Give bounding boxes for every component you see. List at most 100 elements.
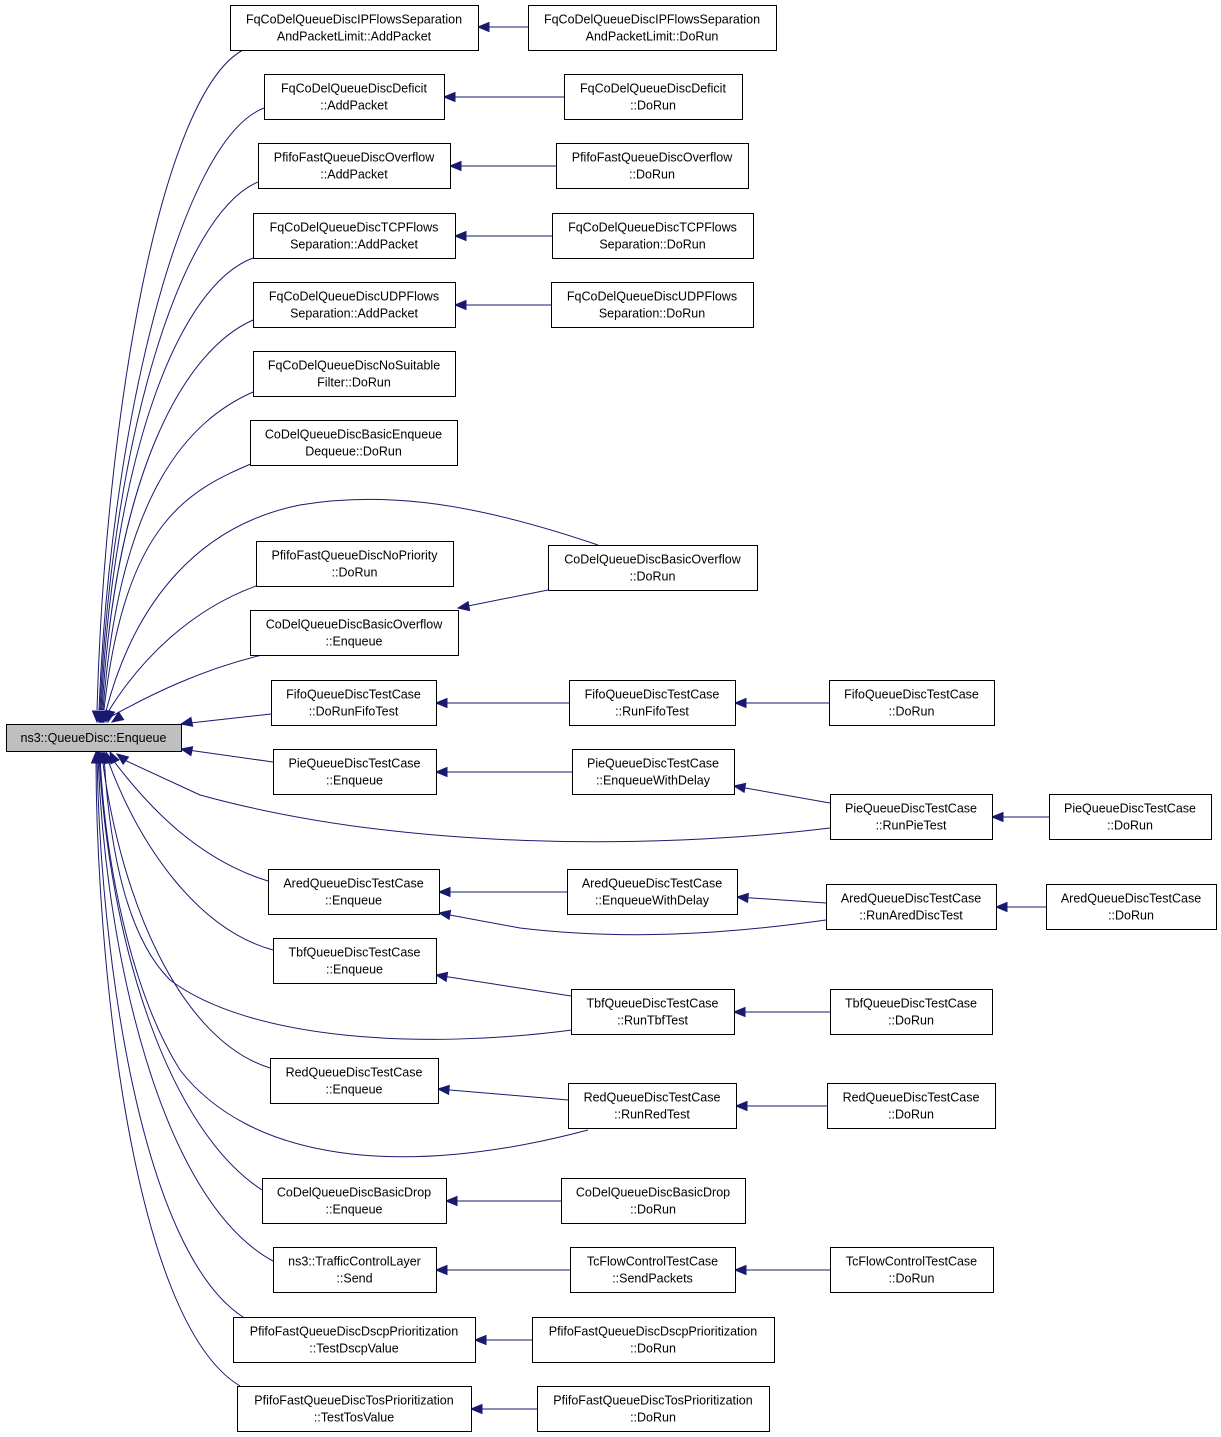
node-label-line: ::DoRun [630,1203,676,1217]
node-box [264,74,445,120]
graph-node-n11c[interactable]: PieQueueDiscTestCase::RunPieTest [830,794,993,840]
edge-line [96,755,244,1318]
graph-node-n10b[interactable]: FifoQueueDiscTestCase::RunFifoTest [569,680,736,726]
node-label-line: ::DoRun [630,1342,676,1356]
edge-line [103,462,254,711]
graph-node-n16c[interactable]: TcFlowControlTestCase::DoRun [830,1247,994,1293]
node-label-line: ::RunAredDiscTest [859,909,963,923]
graph-node-n11d[interactable]: PieQueueDiscTestCase::DoRun [1049,794,1212,840]
node-box [569,680,736,726]
edge-arrowhead [735,892,749,904]
graph-node-n3[interactable]: PfifoFastQueueDiscOverflow::AddPacket [258,143,451,189]
graph-node-n14c[interactable]: RedQueueDiscTestCase::DoRun [827,1083,996,1129]
graph-node-n16[interactable]: ns3::TrafficControlLayer::Send [273,1247,437,1293]
node-label-line: ::DoRun [888,1014,934,1028]
graph-node-n2r[interactable]: FqCoDelQueueDiscDeficit::DoRun [564,74,743,120]
graph-node-root[interactable]: ns3::QueueDisc::Enqueue [6,724,182,752]
graph-node-n2[interactable]: FqCoDelQueueDiscDeficit::AddPacket [264,74,445,120]
node-label-line: ::TestTosValue [314,1411,394,1425]
graph-node-n12d[interactable]: AredQueueDiscTestCase::DoRun [1046,884,1217,930]
node-label-line: ::TestDscpValue [309,1342,398,1356]
graph-node-n4r[interactable]: FqCoDelQueueDiscTCPFlowsSeparation::DoRu… [552,213,754,259]
edge-line [103,755,573,1040]
node-label-line: ::RunTbfTest [617,1014,688,1028]
node-box [250,610,459,656]
node-label-line: TcFlowControlTestCase [846,1255,977,1269]
graph-node-n13b[interactable]: TbfQueueDiscTestCase::RunTbfTest [571,989,735,1035]
node-label-line: PieQueueDiscTestCase [288,757,420,771]
graph-node-n5r[interactable]: FqCoDelQueueDiscUDPFlowsSeparation::DoRu… [551,282,754,328]
graph-node-n10[interactable]: FifoQueueDiscTestCase::DoRunFifoTest [271,680,437,726]
node-label-line: AredQueueDiscTestCase [582,877,722,891]
edge-arrowhead [444,1195,458,1207]
node-box [567,869,738,915]
node-label-line: PieQueueDiscTestCase [587,757,719,771]
edge-arrowhead [179,746,194,757]
edge-arrowhead [733,1264,747,1276]
edge-arrowhead [437,909,452,921]
edge-arrowhead [473,1334,487,1346]
edge-arrowhead [733,697,747,709]
graph-node-n12[interactable]: AredQueueDiscTestCase::Enqueue [268,869,440,915]
edge-arrowhead [434,1264,448,1276]
node-box [830,989,993,1035]
node-label-line: ::DoRun [630,570,676,584]
edge-line [435,974,572,997]
graph-node-n10c[interactable]: FifoQueueDiscTestCase::DoRun [829,680,995,726]
node-box [551,282,754,328]
nodes-layer: ns3::QueueDisc::Enqueue FqCoDelQueueDiscI… [6,5,1217,1432]
graph-node-n1[interactable]: FqCoDelQueueDiscIPFlowsSeparationAndPack… [230,5,479,51]
node-label-line: ::EnqueueWithDelay [595,894,710,908]
node-label-line: FifoQueueDiscTestCase [286,688,421,702]
graph-node-n18[interactable]: PfifoFastQueueDiscTosPrioritization::Tes… [237,1386,472,1432]
node-label-line: RedQueueDiscTestCase [286,1066,423,1080]
node-box [826,884,997,930]
graph-node-n14b[interactable]: RedQueueDiscTestCase::RunRedTest [568,1083,737,1129]
graph-node-n16b[interactable]: TcFlowControlTestCase::SendPackets [570,1247,736,1293]
node-label-line: ::AddPacket [320,99,388,113]
graph-node-n13c[interactable]: TbfQueueDiscTestCase::DoRun [830,989,993,1035]
node-label-line: Dequeue::DoRun [305,445,402,459]
graph-node-n4[interactable]: FqCoDelQueueDiscTCPFlowsSeparation::AddP… [253,213,456,259]
graph-node-n11b[interactable]: PieQueueDiscTestCase::EnqueueWithDelay [572,749,735,795]
edge-line [98,755,263,1191]
graph-node-n5[interactable]: FqCoDelQueueDiscUDPFlowsSeparation::AddP… [253,282,456,328]
graph-node-n11[interactable]: PieQueueDiscTestCase::Enqueue [273,749,437,795]
node-label-line: PieQueueDiscTestCase [845,802,977,816]
edge-arrowhead [476,21,490,33]
edge-line [437,1088,569,1101]
node-box [571,989,735,1035]
edge-arrowhead [990,811,1004,823]
graph-node-n15r[interactable]: CoDelQueueDiscBasicDrop::DoRun [561,1178,746,1224]
edge-line [98,107,265,711]
graph-node-n12b[interactable]: AredQueueDiscTestCase::EnqueueWithDelay [567,869,738,915]
graph-node-n17[interactable]: PfifoFastQueueDiscDscpPrioritization::Te… [233,1317,476,1363]
node-label-line: AredQueueDiscTestCase [1061,892,1201,906]
graph-node-n17r[interactable]: PfifoFastQueueDiscDscpPrioritization::Do… [532,1317,775,1363]
node-label-line: PfifoFastQueueDiscDscpPrioritization [250,1325,458,1339]
node-label-line: ::RunPieTest [876,819,947,833]
node-label-line: CoDelQueueDiscBasicOverflow [564,553,741,567]
graph-node-n9r[interactable]: CoDelQueueDiscBasicOverflow::DoRun [548,545,758,591]
graph-node-n3r[interactable]: PfifoFastQueueDiscOverflow::DoRun [556,143,749,189]
graph-node-n1r[interactable]: FqCoDelQueueDiscIPFlowsSeparationAndPack… [528,5,777,51]
node-box [570,1247,736,1293]
node-label-line: FqCoDelQueueDiscDeficit [281,82,427,96]
graph-node-n18r[interactable]: PfifoFastQueueDiscTosPrioritization::DoR… [537,1386,770,1432]
edge-arrowhead [436,1084,450,1096]
graph-node-n12c[interactable]: AredQueueDiscTestCase::RunAredDiscTest [826,884,997,930]
graph-node-n14[interactable]: RedQueueDiscTestCase::Enqueue [270,1058,439,1104]
node-label-line: RedQueueDiscTestCase [584,1091,721,1105]
edge-arrowhead [434,766,448,778]
edge-arrowhead [448,160,462,172]
graph-node-n8[interactable]: PfifoFastQueueDiscNoPriority::DoRun [256,541,454,587]
node-label-line: ::Send [336,1272,372,1286]
node-label-line: Separation::DoRun [599,307,705,321]
node-label-line: ::Enqueue [326,963,383,977]
graph-node-n9[interactable]: CoDelQueueDiscBasicOverflow::Enqueue [250,610,459,656]
graph-node-n15[interactable]: CoDelQueueDiscBasicDrop::Enqueue [262,1178,447,1224]
edge-line [99,755,589,1158]
graph-node-n13[interactable]: TbfQueueDiscTestCase::Enqueue [273,938,437,984]
